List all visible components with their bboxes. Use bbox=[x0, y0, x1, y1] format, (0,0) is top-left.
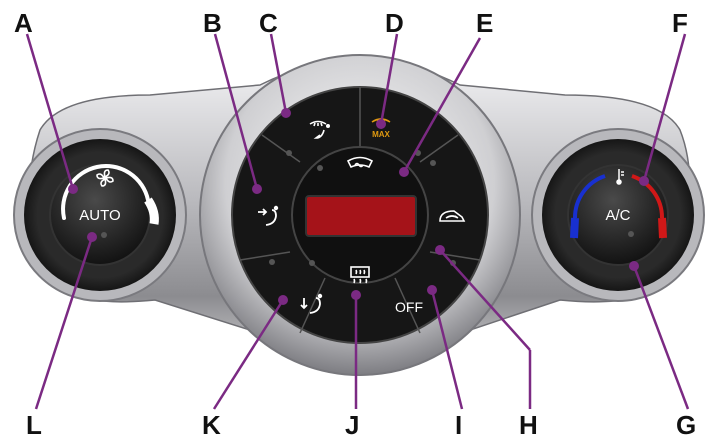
off-button-label[interactable]: OFF bbox=[395, 299, 423, 315]
callout-k: K bbox=[202, 410, 221, 440]
temperature-display bbox=[306, 196, 416, 236]
heat-arc bbox=[631, 174, 665, 219]
callout-e: E bbox=[476, 8, 493, 38]
cool-arc bbox=[572, 174, 606, 219]
callout-lines bbox=[25, 33, 690, 410]
auto-label: AUTO bbox=[79, 207, 120, 224]
callout-d: D bbox=[385, 8, 404, 38]
ac-label: A/C bbox=[605, 207, 630, 224]
callout-l: L bbox=[26, 410, 42, 440]
defrost-floor-icon[interactable] bbox=[309, 120, 331, 139]
callout-j: J bbox=[345, 410, 359, 440]
callout-dots bbox=[68, 108, 649, 305]
auto-indicator bbox=[101, 232, 107, 238]
thermometer-icon bbox=[616, 169, 624, 185]
rear-defrost-icon[interactable] bbox=[350, 266, 370, 284]
ac-indicator bbox=[628, 231, 634, 237]
button-indicators bbox=[269, 150, 456, 266]
callout-c: C bbox=[259, 8, 278, 38]
callout-b: B bbox=[203, 8, 222, 38]
callout-g: G bbox=[676, 410, 696, 440]
fan-speed-arc bbox=[61, 164, 150, 220]
callout-f: F bbox=[672, 8, 688, 38]
recirculation-icon[interactable] bbox=[439, 210, 466, 222]
callout-a: A bbox=[14, 8, 33, 38]
windshield-defrost-icon[interactable] bbox=[346, 156, 374, 169]
floor-vent-icon[interactable] bbox=[300, 293, 323, 314]
panel-vent-icon[interactable] bbox=[258, 205, 279, 226]
callout-h: H bbox=[519, 410, 538, 440]
fan-icon bbox=[96, 169, 114, 187]
max-label: MAX bbox=[372, 130, 390, 139]
temperature-knob[interactable] bbox=[567, 164, 669, 266]
callout-i: I bbox=[455, 410, 462, 440]
